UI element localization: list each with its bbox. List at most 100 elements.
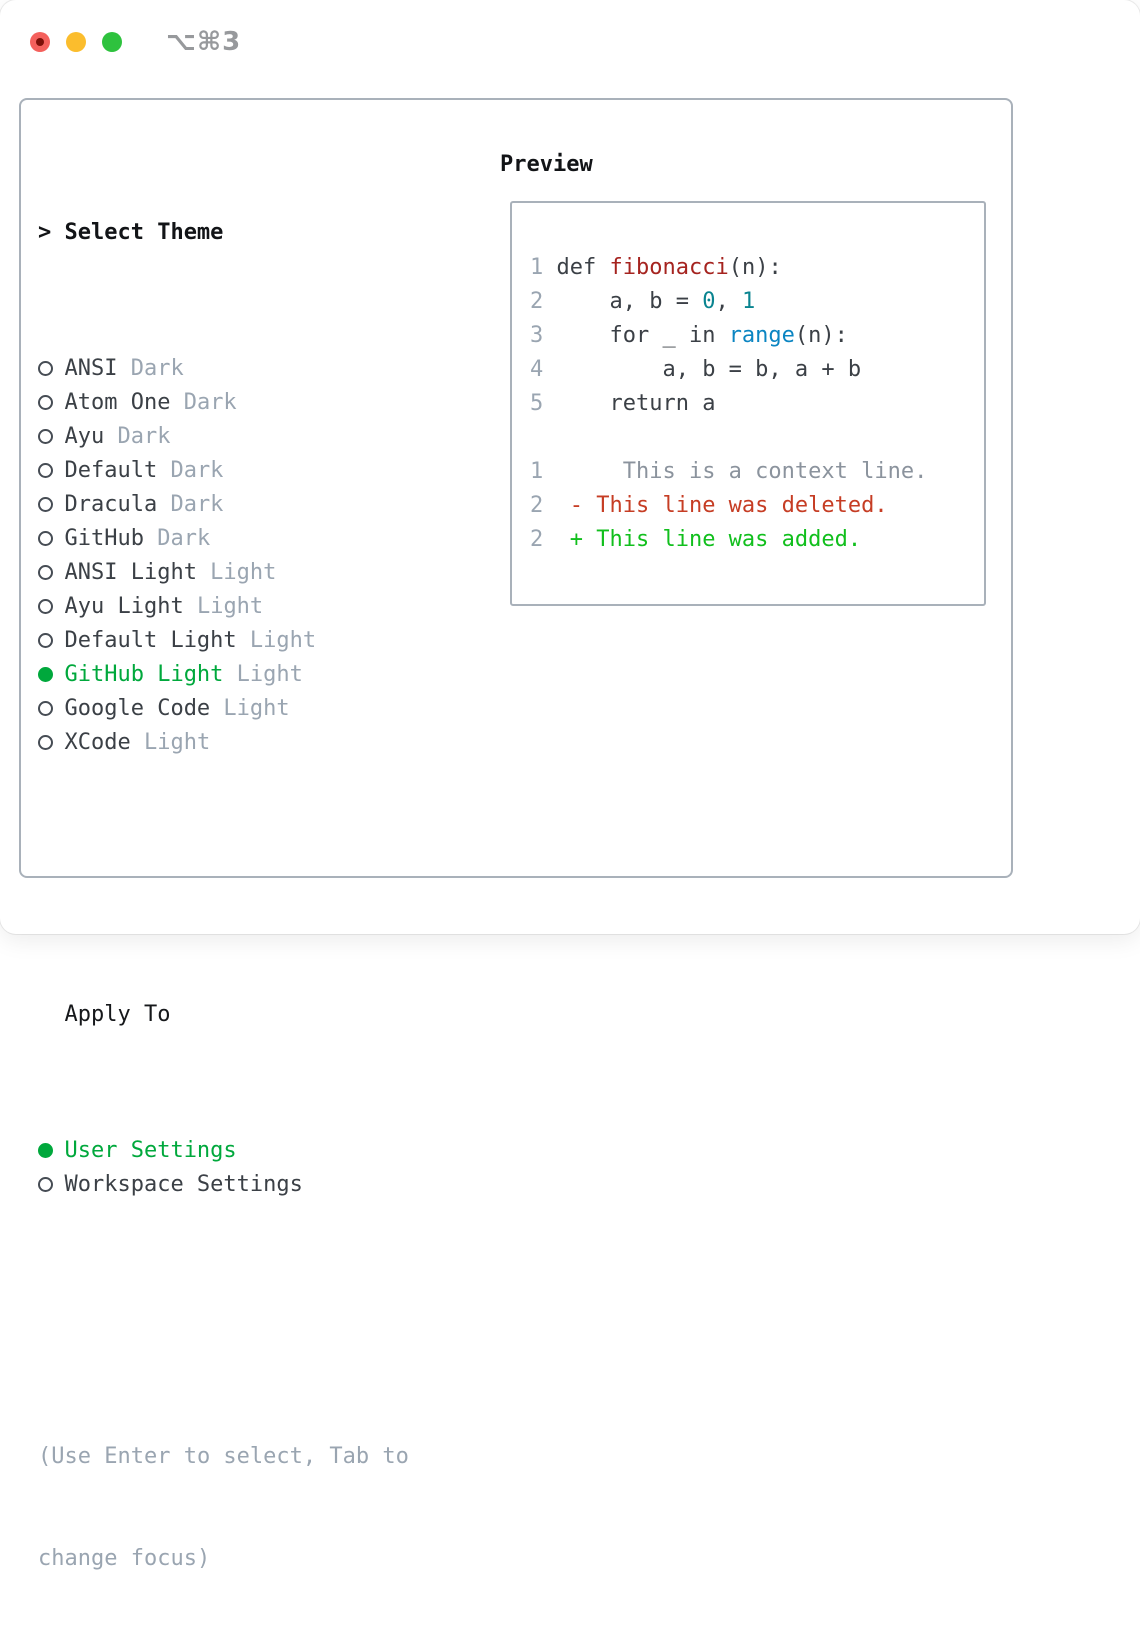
hint-line-1: (Use Enter to select, Tab to xyxy=(38,1444,409,1469)
variant-label: Light xyxy=(196,560,277,585)
option-label: Default Light xyxy=(64,628,237,653)
token-func: fibonacci xyxy=(609,255,729,280)
variant-label: Dark xyxy=(117,356,184,381)
option-label: XCode xyxy=(64,730,131,755)
token-added: + This line was added. xyxy=(556,527,862,552)
zoom-button-icon[interactable] xyxy=(102,32,122,52)
blank-line xyxy=(530,421,927,455)
preview-header: Preview xyxy=(500,152,593,177)
apply-to-label: Apply To xyxy=(64,1002,171,1027)
theme-option-ansi[interactable]: ANSI Dark xyxy=(38,352,409,386)
code-line: 2 - This line was deleted. xyxy=(530,489,927,523)
radio-icon xyxy=(38,497,53,512)
minimize-button-icon[interactable] xyxy=(66,32,86,52)
variant-label: Light xyxy=(183,594,264,619)
theme-option-default-light[interactable]: Default Light Light xyxy=(38,624,409,658)
theme-option-dracula[interactable]: Dracula Dark xyxy=(38,488,409,522)
token-code: (n): xyxy=(794,323,848,348)
radio-icon xyxy=(38,463,53,478)
option-label: Default xyxy=(64,458,158,483)
code-line: 4 a, b = b, a + b xyxy=(530,353,927,387)
token-context: This is a context line. xyxy=(556,459,928,484)
token-builtin: range xyxy=(728,323,795,348)
radio-icon xyxy=(38,599,53,614)
close-button-icon[interactable] xyxy=(30,32,50,52)
token-code: a, b = xyxy=(556,289,703,314)
token-deleted: - This line was deleted. xyxy=(556,493,888,518)
apply-option-workspace-settings[interactable]: Workspace Settings xyxy=(38,1168,409,1202)
theme-option-atom-one[interactable]: Atom One Dark xyxy=(38,386,409,420)
variant-label: Light xyxy=(210,696,290,721)
line-number: 1 xyxy=(530,255,544,280)
variant-label: Light xyxy=(236,628,317,653)
line-number: 1 xyxy=(530,459,544,484)
theme-option-ayu-light[interactable]: Ayu Light Light xyxy=(38,590,409,624)
theme-option-google-code[interactable]: Google Code Light xyxy=(38,692,409,726)
radio-icon xyxy=(38,633,53,648)
radio-icon xyxy=(38,395,53,410)
token-code: def xyxy=(556,255,610,280)
focus-caret-icon: > xyxy=(38,220,52,245)
line-number: 2 xyxy=(530,527,544,552)
radio-icon xyxy=(38,429,53,444)
token-code: a, b = b, a + b xyxy=(556,357,862,382)
variant-label: Dark xyxy=(157,458,224,483)
token-number: 0 xyxy=(702,289,716,314)
token-number: 1 xyxy=(741,289,756,314)
theme-option-xcode[interactable]: XCode Light xyxy=(38,726,409,760)
option-label: Workspace Settings xyxy=(64,1172,303,1197)
radio-icon xyxy=(38,735,53,750)
token-code: (n): xyxy=(728,255,782,280)
variant-label: Dark xyxy=(170,390,237,415)
option-label: Ayu xyxy=(64,424,105,449)
theme-option-github[interactable]: GitHub Dark xyxy=(38,522,409,556)
radio-selected-icon xyxy=(38,1143,53,1158)
line-number: 2 xyxy=(530,493,544,518)
option-label: Atom One xyxy=(64,390,171,415)
theme-option-default[interactable]: Default Dark xyxy=(38,454,409,488)
variant-label: Dark xyxy=(104,424,171,449)
option-label: GitHub Light xyxy=(64,662,224,687)
theme-option-ayu[interactable]: Ayu Dark xyxy=(38,420,409,454)
radio-icon xyxy=(38,361,53,376)
theme-option-ansi-light[interactable]: ANSI Light Light xyxy=(38,556,409,590)
spacer-row xyxy=(38,862,409,896)
option-label: Dracula xyxy=(64,492,158,517)
hint-line-2: change focus) xyxy=(38,1546,211,1571)
code-line: 2 a, b = 0, 1 xyxy=(530,285,927,319)
variant-label: Dark xyxy=(157,492,224,517)
radio-selected-icon xyxy=(38,667,53,682)
option-label: Google Code xyxy=(64,696,211,721)
window-title: ⌥⌘3 xyxy=(166,27,242,57)
variant-label: Dark xyxy=(143,526,211,551)
line-number: 5 xyxy=(530,391,544,416)
spacer-row xyxy=(38,1304,409,1338)
option-label: GitHub xyxy=(64,526,144,551)
code-line: 2 + This line was added. xyxy=(530,523,927,557)
theme-option-github-light[interactable]: GitHub Light Light xyxy=(38,658,409,692)
option-label: ANSI Light xyxy=(64,560,197,585)
token-code: return a xyxy=(556,391,716,416)
line-number: 4 xyxy=(530,357,544,382)
radio-icon xyxy=(38,701,53,716)
code-line: 1 This is a context line. xyxy=(530,455,927,489)
radio-icon xyxy=(38,1177,53,1192)
code-line: 5 return a xyxy=(530,387,927,421)
radio-icon xyxy=(38,531,53,546)
line-number: 3 xyxy=(530,323,544,348)
apply-option-user-settings[interactable]: User Settings xyxy=(38,1134,409,1168)
apply-to-header: Apply To xyxy=(38,998,409,1032)
variant-label: Light xyxy=(130,730,211,755)
variant-label: Light xyxy=(223,662,303,687)
radio-icon xyxy=(38,565,53,580)
line-number: 2 xyxy=(530,289,544,314)
code-line: 1 def fibonacci(n): xyxy=(530,251,927,285)
close-dot-icon xyxy=(36,38,44,46)
